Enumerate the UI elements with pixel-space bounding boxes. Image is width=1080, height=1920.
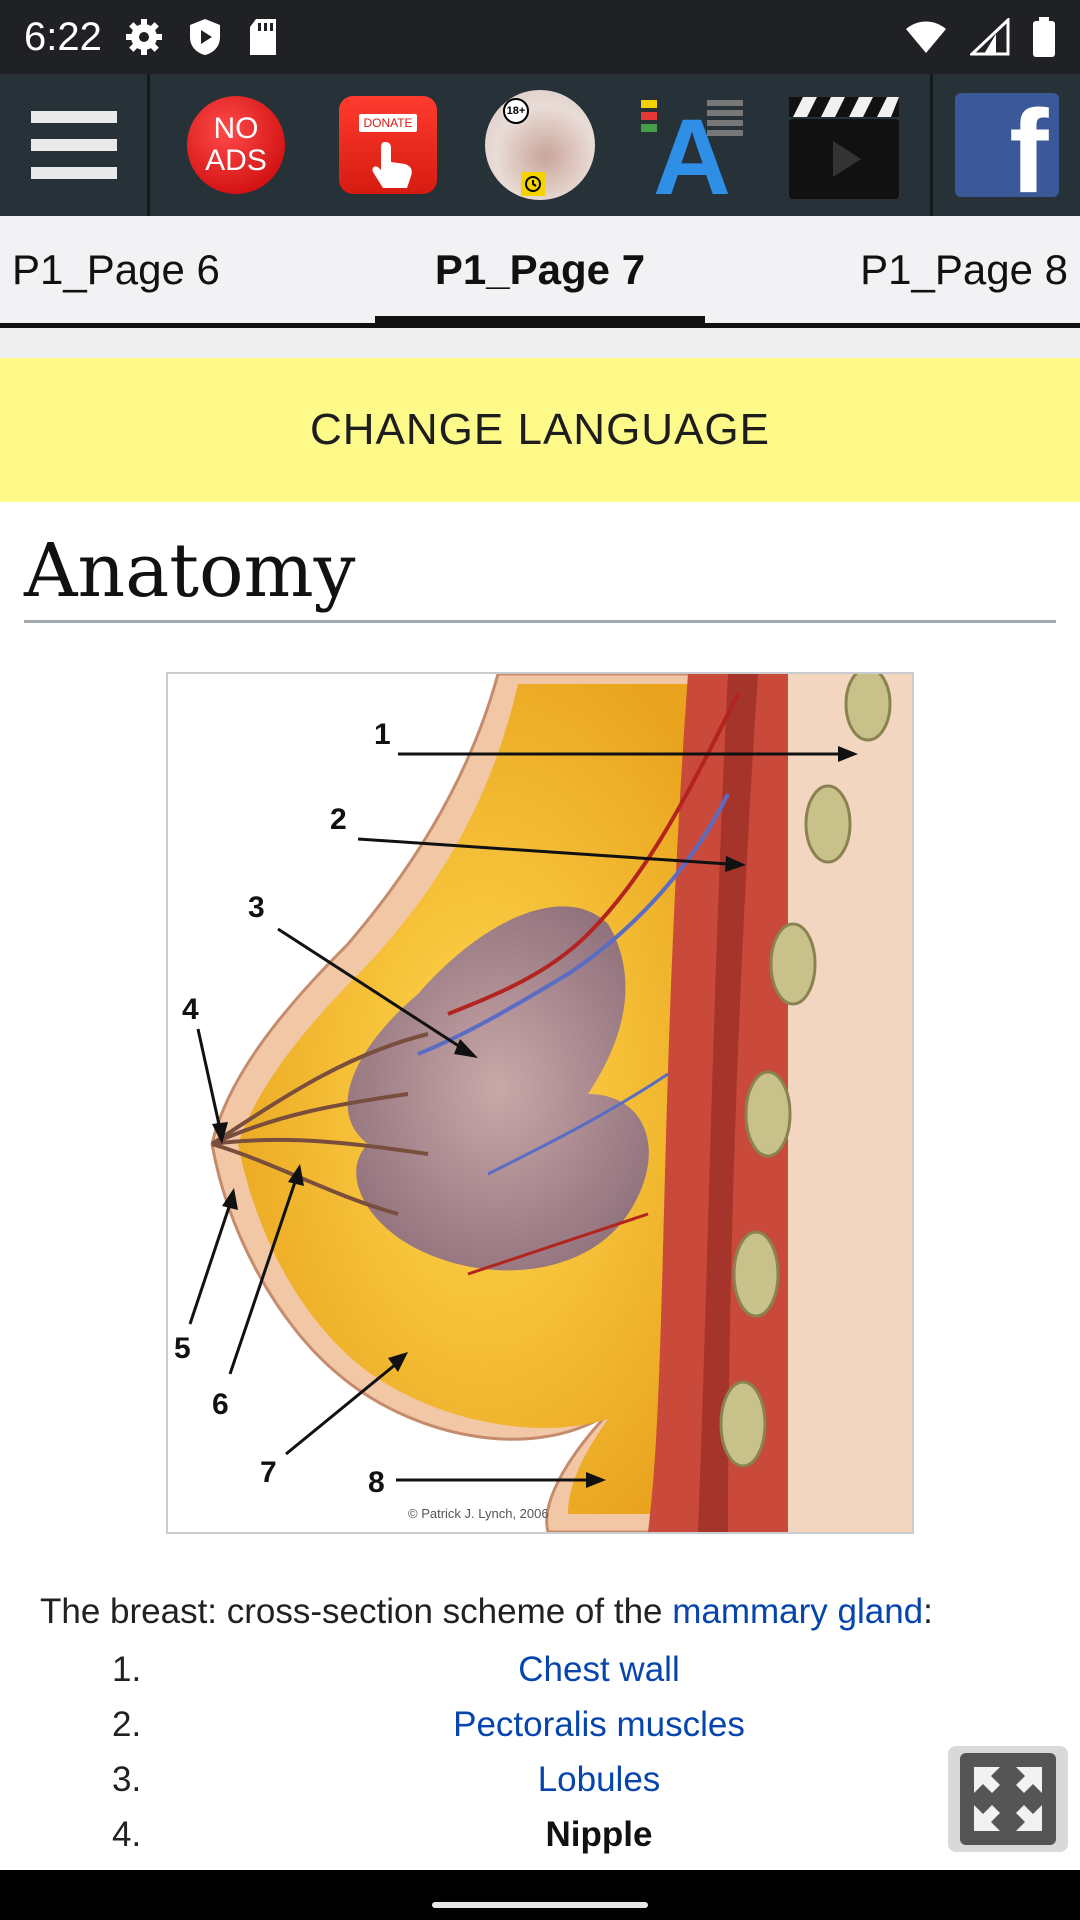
pectoralis-muscles-link[interactable]: Pectoralis muscles: [453, 1705, 745, 1744]
figure-label-1: 1: [374, 718, 391, 751]
pointing-hand-icon: [372, 142, 412, 188]
toolbar-icons: NO ADS DONATE 18+: [150, 90, 930, 200]
title-divider: [24, 620, 1056, 623]
age-content-button[interactable]: 18+: [485, 90, 595, 200]
shield-play-icon: [189, 19, 220, 55]
facebook-letter: f: [1009, 93, 1049, 197]
status-time: 6:22: [24, 14, 102, 59]
status-bar: 6:22: [0, 0, 1080, 74]
video-clapper-icon: [789, 97, 899, 199]
home-gesture-handle[interactable]: [432, 1902, 648, 1908]
list-number: 2.: [112, 1705, 142, 1744]
tab-page-7[interactable]: P1_Page 7: [434, 246, 646, 293]
figure-label-3: 3: [248, 891, 265, 924]
list-number: 3.: [112, 1760, 142, 1799]
change-language-button[interactable]: CHANGE LANGUAGE: [0, 358, 1080, 502]
wifi-icon: [906, 21, 946, 53]
active-tab-indicator: [375, 316, 705, 328]
figure-label-4: 4: [182, 993, 199, 1026]
system-nav-bar: [0, 1870, 1080, 1920]
list-item: 1. Chest wall: [0, 1650, 1080, 1705]
chest-wall-link[interactable]: Chest wall: [518, 1650, 680, 1689]
expand-icon: [960, 1753, 1056, 1845]
video-button[interactable]: [789, 90, 899, 200]
caption-text: The breast: cross-section scheme of the: [40, 1592, 673, 1631]
page-title: Anatomy: [24, 528, 356, 614]
list-number: 4.: [112, 1815, 142, 1854]
status-icons-left: [124, 17, 280, 57]
figure-label-2: 2: [330, 803, 347, 836]
status-icons-right: [904, 17, 1056, 57]
menu-button[interactable]: [0, 74, 150, 216]
no-ads-icon: NO ADS: [187, 96, 285, 194]
tab-page-8[interactable]: P1_Page 8: [860, 246, 1068, 293]
list-number: 1.: [112, 1650, 142, 1689]
donate-label: DONATE: [359, 114, 417, 132]
figure-credit: © Patrick J. Lynch, 2006: [408, 1506, 549, 1521]
facebook-button[interactable]: f: [930, 74, 1080, 216]
mammary-gland-link[interactable]: mammary gland: [672, 1592, 924, 1631]
fullscreen-button[interactable]: [948, 1746, 1068, 1852]
caption-colon: :: [923, 1592, 933, 1631]
figure-label-5: 5: [174, 1332, 191, 1365]
list-item: 3. Lobules: [0, 1760, 1080, 1815]
font-size-letter: A: [653, 96, 731, 200]
signal-icon: [970, 18, 1010, 56]
figure-label-6: 6: [212, 1388, 229, 1421]
hamburger-icon-bar: [30, 139, 117, 151]
no-ads-button[interactable]: NO ADS: [181, 90, 291, 200]
tab-page-6[interactable]: P1_Page 6: [12, 246, 220, 293]
font-size-button[interactable]: A: [637, 90, 747, 200]
hamburger-icon-bar: [30, 111, 117, 123]
figure-caption: The breast: cross-section scheme of the …: [40, 1592, 933, 1632]
list-item: 2. Pectoralis muscles: [0, 1705, 1080, 1760]
facebook-icon: f: [954, 93, 1059, 197]
separator-band: [0, 328, 1080, 358]
page-tabs: P1_Page 6 P1_Page 7 P1_Page 8: [0, 216, 1080, 328]
hamburger-icon-bar: [30, 167, 117, 179]
breast-anatomy-illustration: 1 2 3 4 5 6 7 8 © Patrick J. Lynch, 2006: [174, 674, 912, 1532]
list-item: 4. Nipple: [0, 1815, 1080, 1870]
age-badge: 18+: [503, 98, 529, 124]
font-size-icon: A: [641, 96, 743, 200]
battery-icon: [1033, 17, 1055, 57]
no-ads-label: NO ADS: [205, 112, 267, 177]
app-toolbar: NO ADS DONATE 18+: [0, 74, 1080, 216]
history-icon: [521, 172, 545, 196]
lobules-link[interactable]: Lobules: [537, 1760, 661, 1799]
figure-label-8: 8: [368, 1466, 385, 1499]
donate-button[interactable]: DONATE: [333, 90, 443, 200]
figure-label-7: 7: [260, 1456, 277, 1489]
gear-icon: [125, 19, 162, 55]
nipple-text: Nipple: [545, 1815, 653, 1854]
breast-cross-section-figure[interactable]: 1 2 3 4 5 6 7 8 © Patrick J. Lynch, 2006: [166, 672, 914, 1534]
sd-card-icon: [249, 19, 276, 55]
